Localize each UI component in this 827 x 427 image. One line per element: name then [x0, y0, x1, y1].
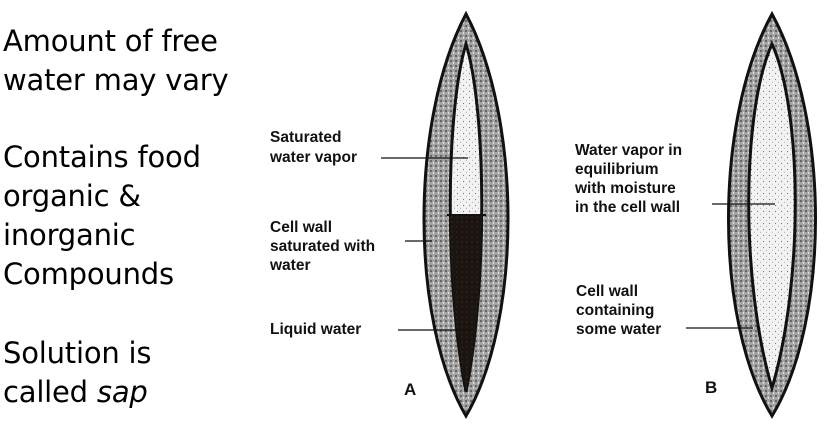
note-solution: Solution is called sap — [3, 334, 152, 412]
label-a-saturated-vapor: Saturated water vapor — [269, 129, 357, 166]
label-a-liquid-water: Liquid water — [270, 321, 361, 338]
cell-a-tag: A — [404, 380, 416, 399]
label-a-cell-wall: Cell wall saturated with water — [269, 219, 379, 274]
cell-b-tag: B — [705, 378, 717, 397]
note-free-water: Amount of free water may vary — [3, 24, 229, 97]
cell-a — [422, 10, 510, 419]
label-b-water-vapor: Water vapor in equilibrium with moisture… — [574, 142, 686, 216]
note-contains: Contains food organic & inorganic Compou… — [3, 140, 201, 291]
note-solution-prefix: Solution is called — [3, 336, 152, 409]
cell-b — [727, 10, 817, 419]
label-b-cell-wall: Cell wall containing some water — [576, 283, 661, 338]
cell-b-lumen — [747, 40, 797, 394]
note-solution-term: sap — [96, 375, 148, 409]
